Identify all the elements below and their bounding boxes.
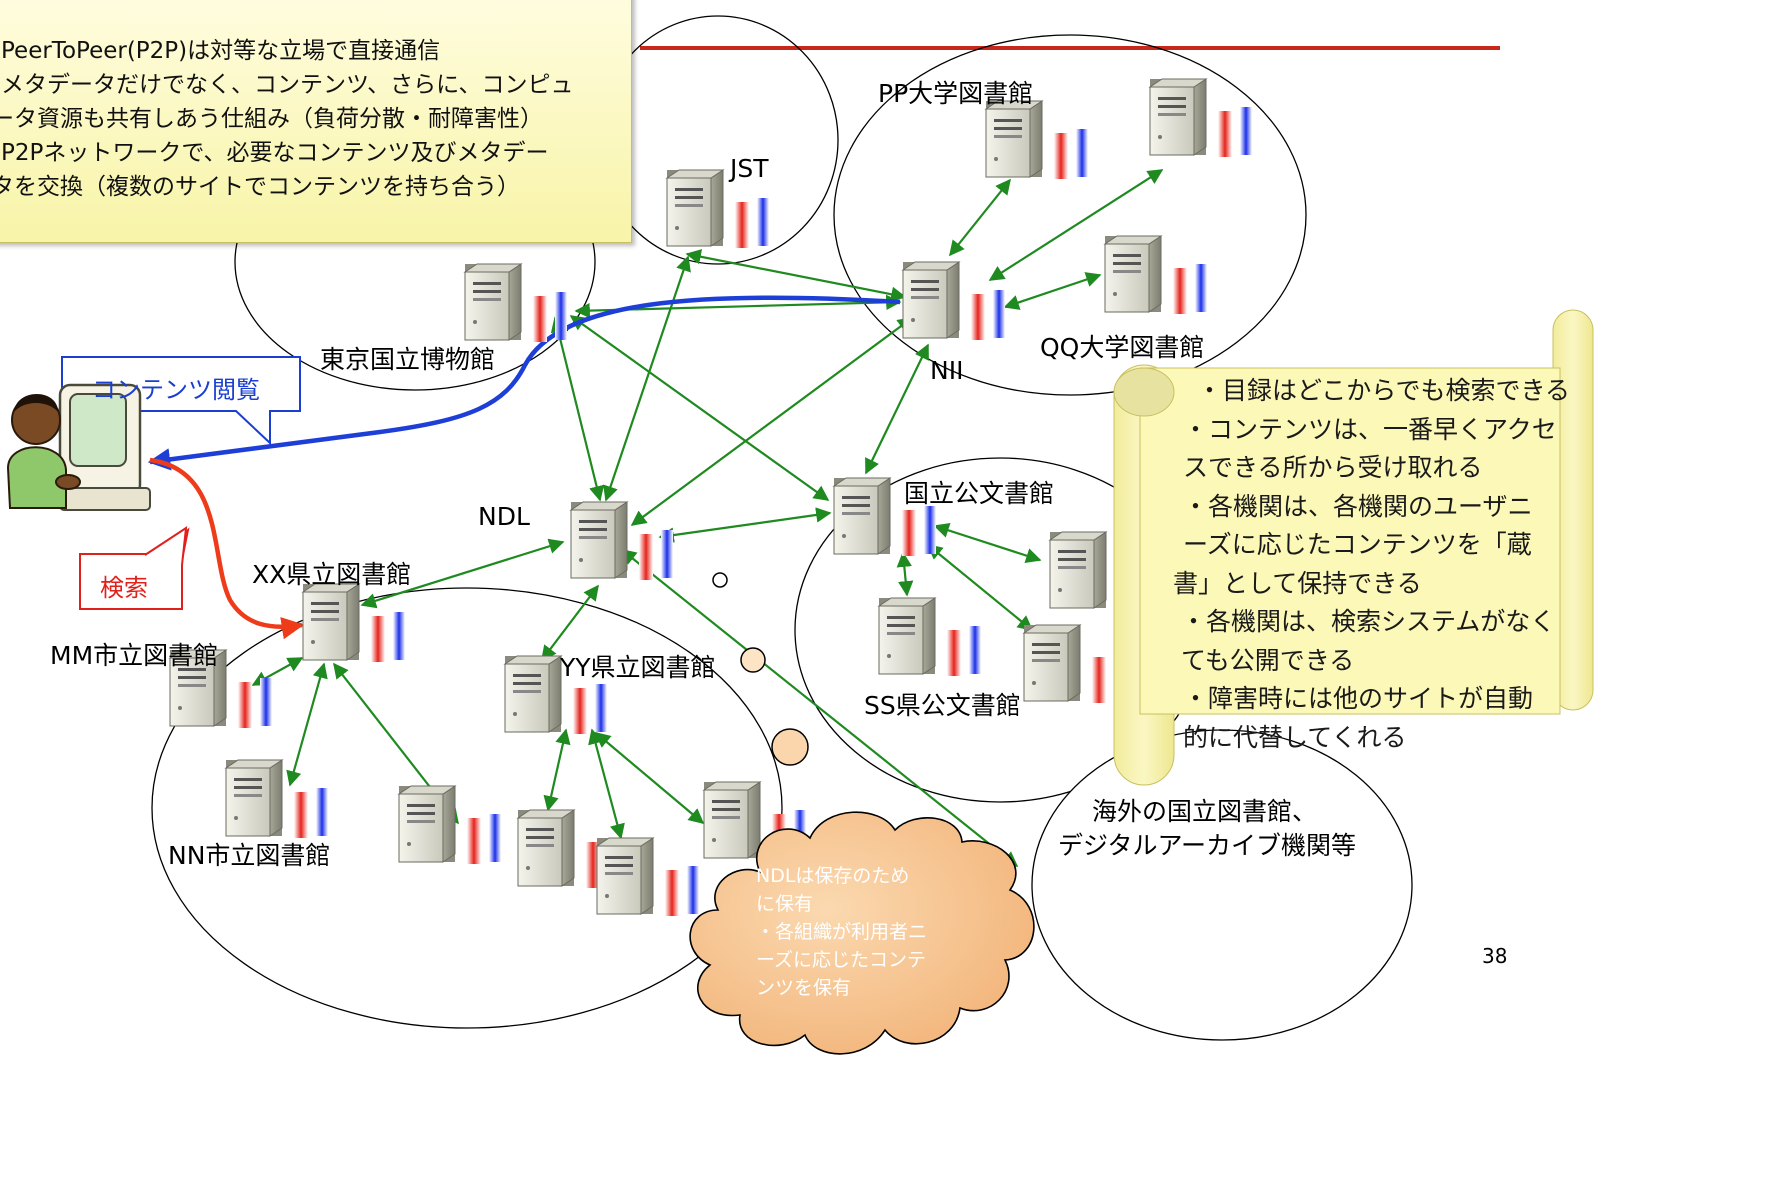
arrow-yy-b xyxy=(588,728,625,840)
arrow-ndl-xx xyxy=(360,538,565,609)
label-yy-pref-lib: YY県立図書館 xyxy=(560,653,716,682)
p2p-note-line-3: ータ資源も共有しあう仕組み（負荷分散・耐障害性） xyxy=(0,106,543,132)
server-pp xyxy=(985,100,1089,180)
benefits-line-7: ・各機関は、検索システムがなく xyxy=(1181,607,1556,636)
user-at-computer-icon xyxy=(6,383,151,511)
view-callout-label: コンテンツ閲覧 xyxy=(92,376,260,404)
arrow-nii-archives xyxy=(865,343,929,475)
benefits-line-5: ーズに応じたコンテンツを「蔵 xyxy=(1183,530,1532,559)
server-archives-b xyxy=(1023,624,1127,704)
server-nii-top xyxy=(1149,78,1253,158)
label-national-archives: 国立公文書館 xyxy=(904,479,1055,508)
thought-bubble-small xyxy=(712,572,728,588)
search-callout-label: 検索 xyxy=(100,574,148,602)
arrow-yy-a xyxy=(543,728,571,812)
server-tokyo xyxy=(464,263,568,343)
benefits-line-2: ・コンテンツは、一番早くアクセ xyxy=(1183,414,1557,444)
arrow-tokyo-archives xyxy=(569,315,830,501)
label-nn-city-lib: NN市立図書館 xyxy=(168,841,331,870)
cloud-line-4: ーズに応じたコンテ xyxy=(756,949,927,971)
p2p-note-line-2: メタデータだけでなく、コンテンツ、さらに、コンピュ xyxy=(1,72,574,98)
server-ndl xyxy=(570,501,674,581)
ndl-preservation-note: NDLは保存のため に保有 ・各組織が利用者ニ ーズに応じたコンテ ンツを保有 xyxy=(756,862,927,1002)
server-xx-lib xyxy=(398,785,502,865)
label-pp-univ: PP大学図書館 xyxy=(878,79,1034,108)
cloud-line-5: ンツを保有 xyxy=(756,977,852,999)
arrow-ndl-yy xyxy=(541,584,599,662)
cloud-shape xyxy=(689,811,1035,1055)
p2p-note-line-1: PeerToPeer(P2P)は対等な立場で直接通信 xyxy=(1,38,441,64)
benefits-line-3: スできる所から受け取れる xyxy=(1183,453,1483,482)
benefits-line-8: ても公開できる xyxy=(1181,645,1355,675)
p2p-note-line-5: タを交換（複数のサイトでコンテンツを持ち合う） xyxy=(0,174,520,200)
p2p-benefits-note: ・目録はどこからでも検索できる ・コンテンツは、一番早くアクセ スできる所から受… xyxy=(1173,372,1571,757)
p2p-note-line-4: P2Pネットワークで、必要なコンテンツ及びメタデー xyxy=(1,140,549,166)
arrow-tokyo-ndl xyxy=(550,316,605,502)
label-ndl: NDL xyxy=(478,502,530,531)
arrow-yy-c xyxy=(594,732,705,824)
server-qq xyxy=(1104,235,1208,315)
arrow-nii-qq xyxy=(1003,272,1102,310)
label-tokyo-museum: 東京国立博物館 xyxy=(320,345,496,374)
label-xx-pref-lib: XX県立図書館 xyxy=(252,560,412,589)
group-ellipse-nii xyxy=(833,34,1307,396)
arrow-nii-jst xyxy=(685,249,907,302)
server-ss xyxy=(878,597,982,677)
benefits-line-1: ・目録はどこからでも検索できる xyxy=(1197,376,1571,405)
arrow-nii-pp xyxy=(949,178,1011,257)
cloud-line-1: NDLは保存のため xyxy=(756,865,910,887)
arrow-xx-nn xyxy=(286,662,328,787)
search-callout-tail xyxy=(144,525,188,566)
server-nii xyxy=(902,261,1006,341)
arrow-ndl-overseas xyxy=(620,549,1019,867)
label-mm-city-lib: MM市立図書館 xyxy=(50,641,219,670)
arrow-archives-b xyxy=(926,544,1034,631)
arrow-archives-a xyxy=(933,522,1042,564)
thought-bubble-medium xyxy=(740,647,766,673)
arrow-jst-ndl xyxy=(603,255,691,502)
arrow-ndl-archives xyxy=(658,507,832,543)
benefits-line-10: 的に代替してくれる xyxy=(1183,722,1407,752)
label-overseas-line-1: 海外の国立図書館、 xyxy=(1092,797,1318,826)
server-nn xyxy=(225,759,329,839)
arrow-nii-top xyxy=(988,169,1164,281)
label-nii: NII xyxy=(930,356,964,385)
cloud-line-3: ・各組織が利用者ニ xyxy=(756,921,928,943)
benefits-line-4: ・各機関は、各機関のユーザニ xyxy=(1183,491,1533,521)
thought-bubble-large xyxy=(771,728,809,766)
cloud-line-2: に保有 xyxy=(756,893,814,915)
benefits-line-9: ・障害時には他のサイトが自動 xyxy=(1183,684,1534,713)
group-ellipse-overseas xyxy=(1031,729,1413,1041)
label-overseas-line-2: デジタルアーカイブ機関等 xyxy=(1058,831,1357,860)
server-yy-b xyxy=(596,837,700,917)
search-path xyxy=(149,457,305,640)
scroll-body xyxy=(1139,367,1561,715)
label-jst: JST xyxy=(730,154,769,183)
page-number: 38 xyxy=(1482,944,1508,968)
p2p-description-note: PeerToPeer(P2P)は対等な立場で直接通信 メタデータだけでなく、コン… xyxy=(0,0,632,243)
arrow-archives-ss xyxy=(896,551,914,597)
label-qq-univ: QQ大学図書館 xyxy=(1040,333,1205,362)
label-ss-archives: SS県公文書館 xyxy=(864,691,1021,720)
view-path xyxy=(147,295,901,471)
benefits-line-6: 書」として保持できる xyxy=(1173,568,1422,598)
scroll-curl xyxy=(1113,367,1175,417)
